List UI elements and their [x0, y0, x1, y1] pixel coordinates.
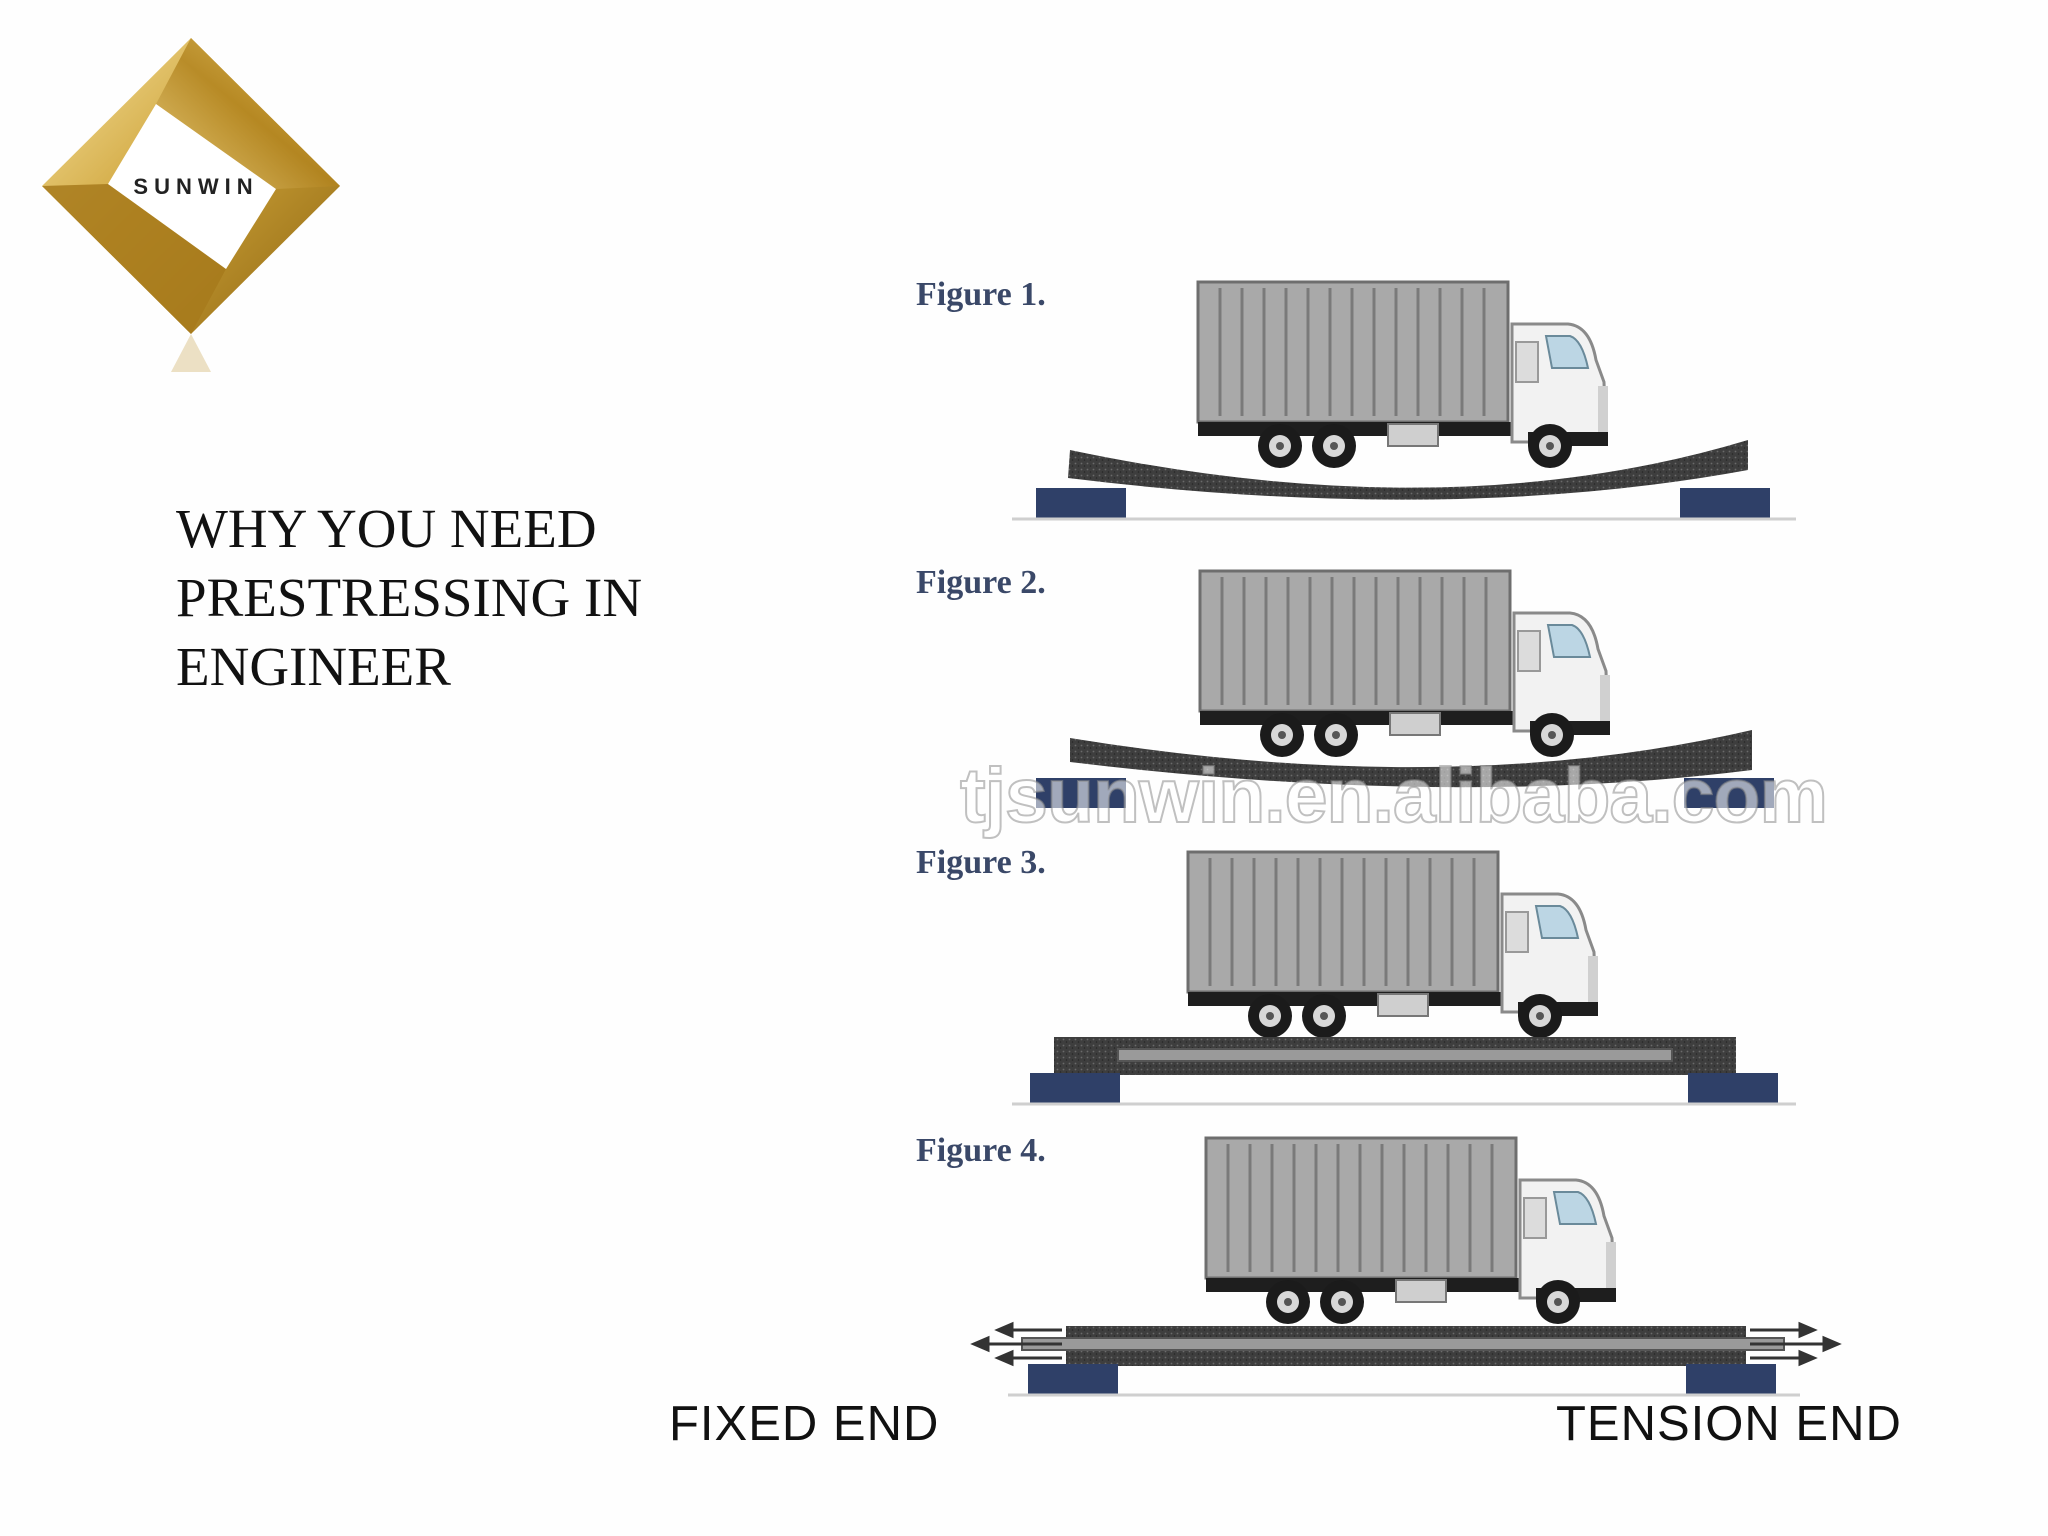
- left-support: [1036, 778, 1126, 808]
- figure-3: Figure 3.: [916, 844, 1796, 1106]
- sunwin-logo: SUNWIN: [42, 38, 340, 372]
- truck-icon: [1186, 850, 1600, 1040]
- bending-beam: [1068, 440, 1748, 500]
- truck-icon: [1196, 280, 1610, 470]
- left-support: [1036, 488, 1126, 518]
- logo-text: SUNWIN: [133, 174, 258, 199]
- fixed-end-label: FIXED END: [669, 1397, 940, 1451]
- tendon: [1117, 1048, 1673, 1062]
- figure-2: Figure 2.: [916, 564, 1774, 808]
- truck-icon: [1204, 1136, 1618, 1326]
- watermark: tjsunwin.en.alibaba.com: [959, 752, 1829, 840]
- left-tension-arrows: [970, 1321, 1062, 1367]
- left-support: [1028, 1364, 1118, 1394]
- bending-beam: [1070, 730, 1752, 788]
- figure-4-label: Figure 4.: [916, 1132, 1046, 1169]
- truck-icon: [1198, 569, 1612, 759]
- figure-3-label: Figure 3.: [916, 844, 1046, 881]
- right-support: [1684, 778, 1774, 808]
- figure-2-label: Figure 2.: [916, 564, 1046, 601]
- right-support: [1680, 488, 1770, 518]
- tension-end-label: TENSION END: [1556, 1397, 1902, 1451]
- heading-line-2: PRESTRESSING IN: [176, 567, 643, 628]
- figure-1: Figure 1.: [916, 276, 1796, 521]
- slide-heading: WHY YOU NEED PRESTRESSING IN ENGINEER: [176, 494, 736, 701]
- right-support: [1688, 1073, 1778, 1103]
- tendon: [1021, 1337, 1785, 1351]
- heading-line-3: ENGINEER: [176, 636, 451, 697]
- right-tension-arrows: [1750, 1321, 1842, 1367]
- figure-1-label: Figure 1.: [916, 276, 1046, 313]
- right-support: [1686, 1364, 1776, 1394]
- heading-line-1: WHY YOU NEED: [176, 498, 597, 559]
- left-support: [1030, 1073, 1120, 1103]
- figure-4: Figure 4.: [916, 1132, 1842, 1397]
